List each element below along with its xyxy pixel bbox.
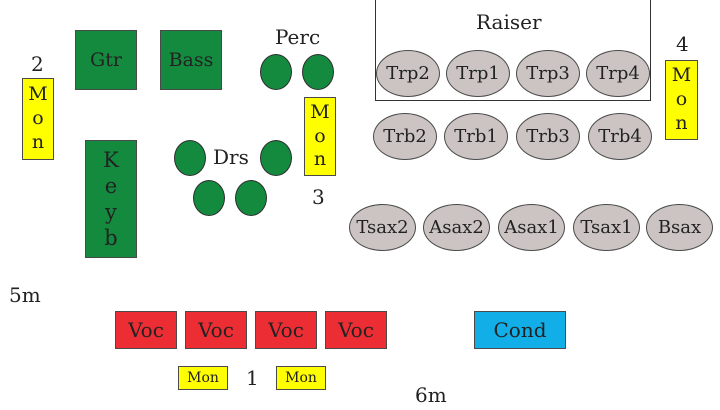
conductor-label: Cond [493,318,547,342]
trombone-label: Trb1 [454,126,498,147]
trumpet-position: Trp1 [446,50,510,97]
percussion-drum [302,54,334,90]
sax-position: Tsax1 [573,204,640,251]
guitar-position: Gtr [75,30,137,90]
bass-position: Bass [160,30,222,90]
trombone-position: Trb4 [588,113,652,160]
conductor-position: Cond [474,311,566,349]
monitor-2-number: 2 [31,52,44,76]
sax-label: Tsax2 [356,217,409,238]
depth-dimension: 5m [9,283,41,307]
drum-kit-drum [193,180,225,216]
sax-label: Tsax1 [580,217,633,238]
trombone-label: Trb3 [526,126,570,147]
vocal-position: Voc [255,311,317,349]
trombone-label: Trb2 [383,126,427,147]
vocal-position: Voc [115,311,177,349]
monitor-1-left: Mon [178,366,228,390]
vocal-position: Voc [185,311,247,349]
drums-label: Drs [213,145,249,169]
guitar-label: Gtr [90,49,122,71]
sax-position: Bsax [646,204,713,251]
trumpet-label: Trp4 [596,63,640,84]
vocal-position: Voc [325,311,387,349]
trombone-position: Trb1 [444,113,508,160]
monitor-1-left-label: Mon [187,370,219,386]
raiser-platform [375,0,651,101]
trombone-position: Trb2 [373,113,437,160]
sax-position: Asax2 [423,204,490,251]
monitor-3-number: 3 [312,185,325,209]
sax-label: Asax1 [504,217,559,238]
monitor-1-right-label: Mon [285,370,317,386]
monitor-4-number: 4 [676,32,689,56]
sax-position: Tsax2 [349,204,416,251]
monitor-1-right: Mon [276,366,326,390]
drum-kit-drum [235,180,267,216]
trumpet-label: Trp3 [526,63,570,84]
sax-position: Asax1 [498,204,565,251]
trombone-label: Trb4 [598,126,642,147]
width-dimension: 6m [415,383,447,407]
trumpet-position: Trp2 [376,50,440,97]
vocal-label: Voc [128,318,164,342]
vocal-label: Voc [338,318,374,342]
percussion-drum [260,54,292,90]
trumpet-position: Trp3 [516,50,580,97]
trumpet-label: Trp1 [456,63,500,84]
drum-kit-drum [260,140,292,176]
sax-label: Asax2 [429,217,484,238]
trumpet-position: Trp4 [586,50,650,97]
bass-label: Bass [168,49,214,71]
percussion-label: Perc [275,25,321,49]
vocal-label: Voc [268,318,304,342]
sax-label: Bsax [657,217,702,238]
vocal-label: Voc [198,318,234,342]
drum-kit-drum [174,140,206,176]
trombone-position: Trb3 [516,113,580,160]
raiser-label: Raiser [476,10,542,34]
monitor-1-number: 1 [246,366,259,390]
trumpet-label: Trp2 [386,63,430,84]
